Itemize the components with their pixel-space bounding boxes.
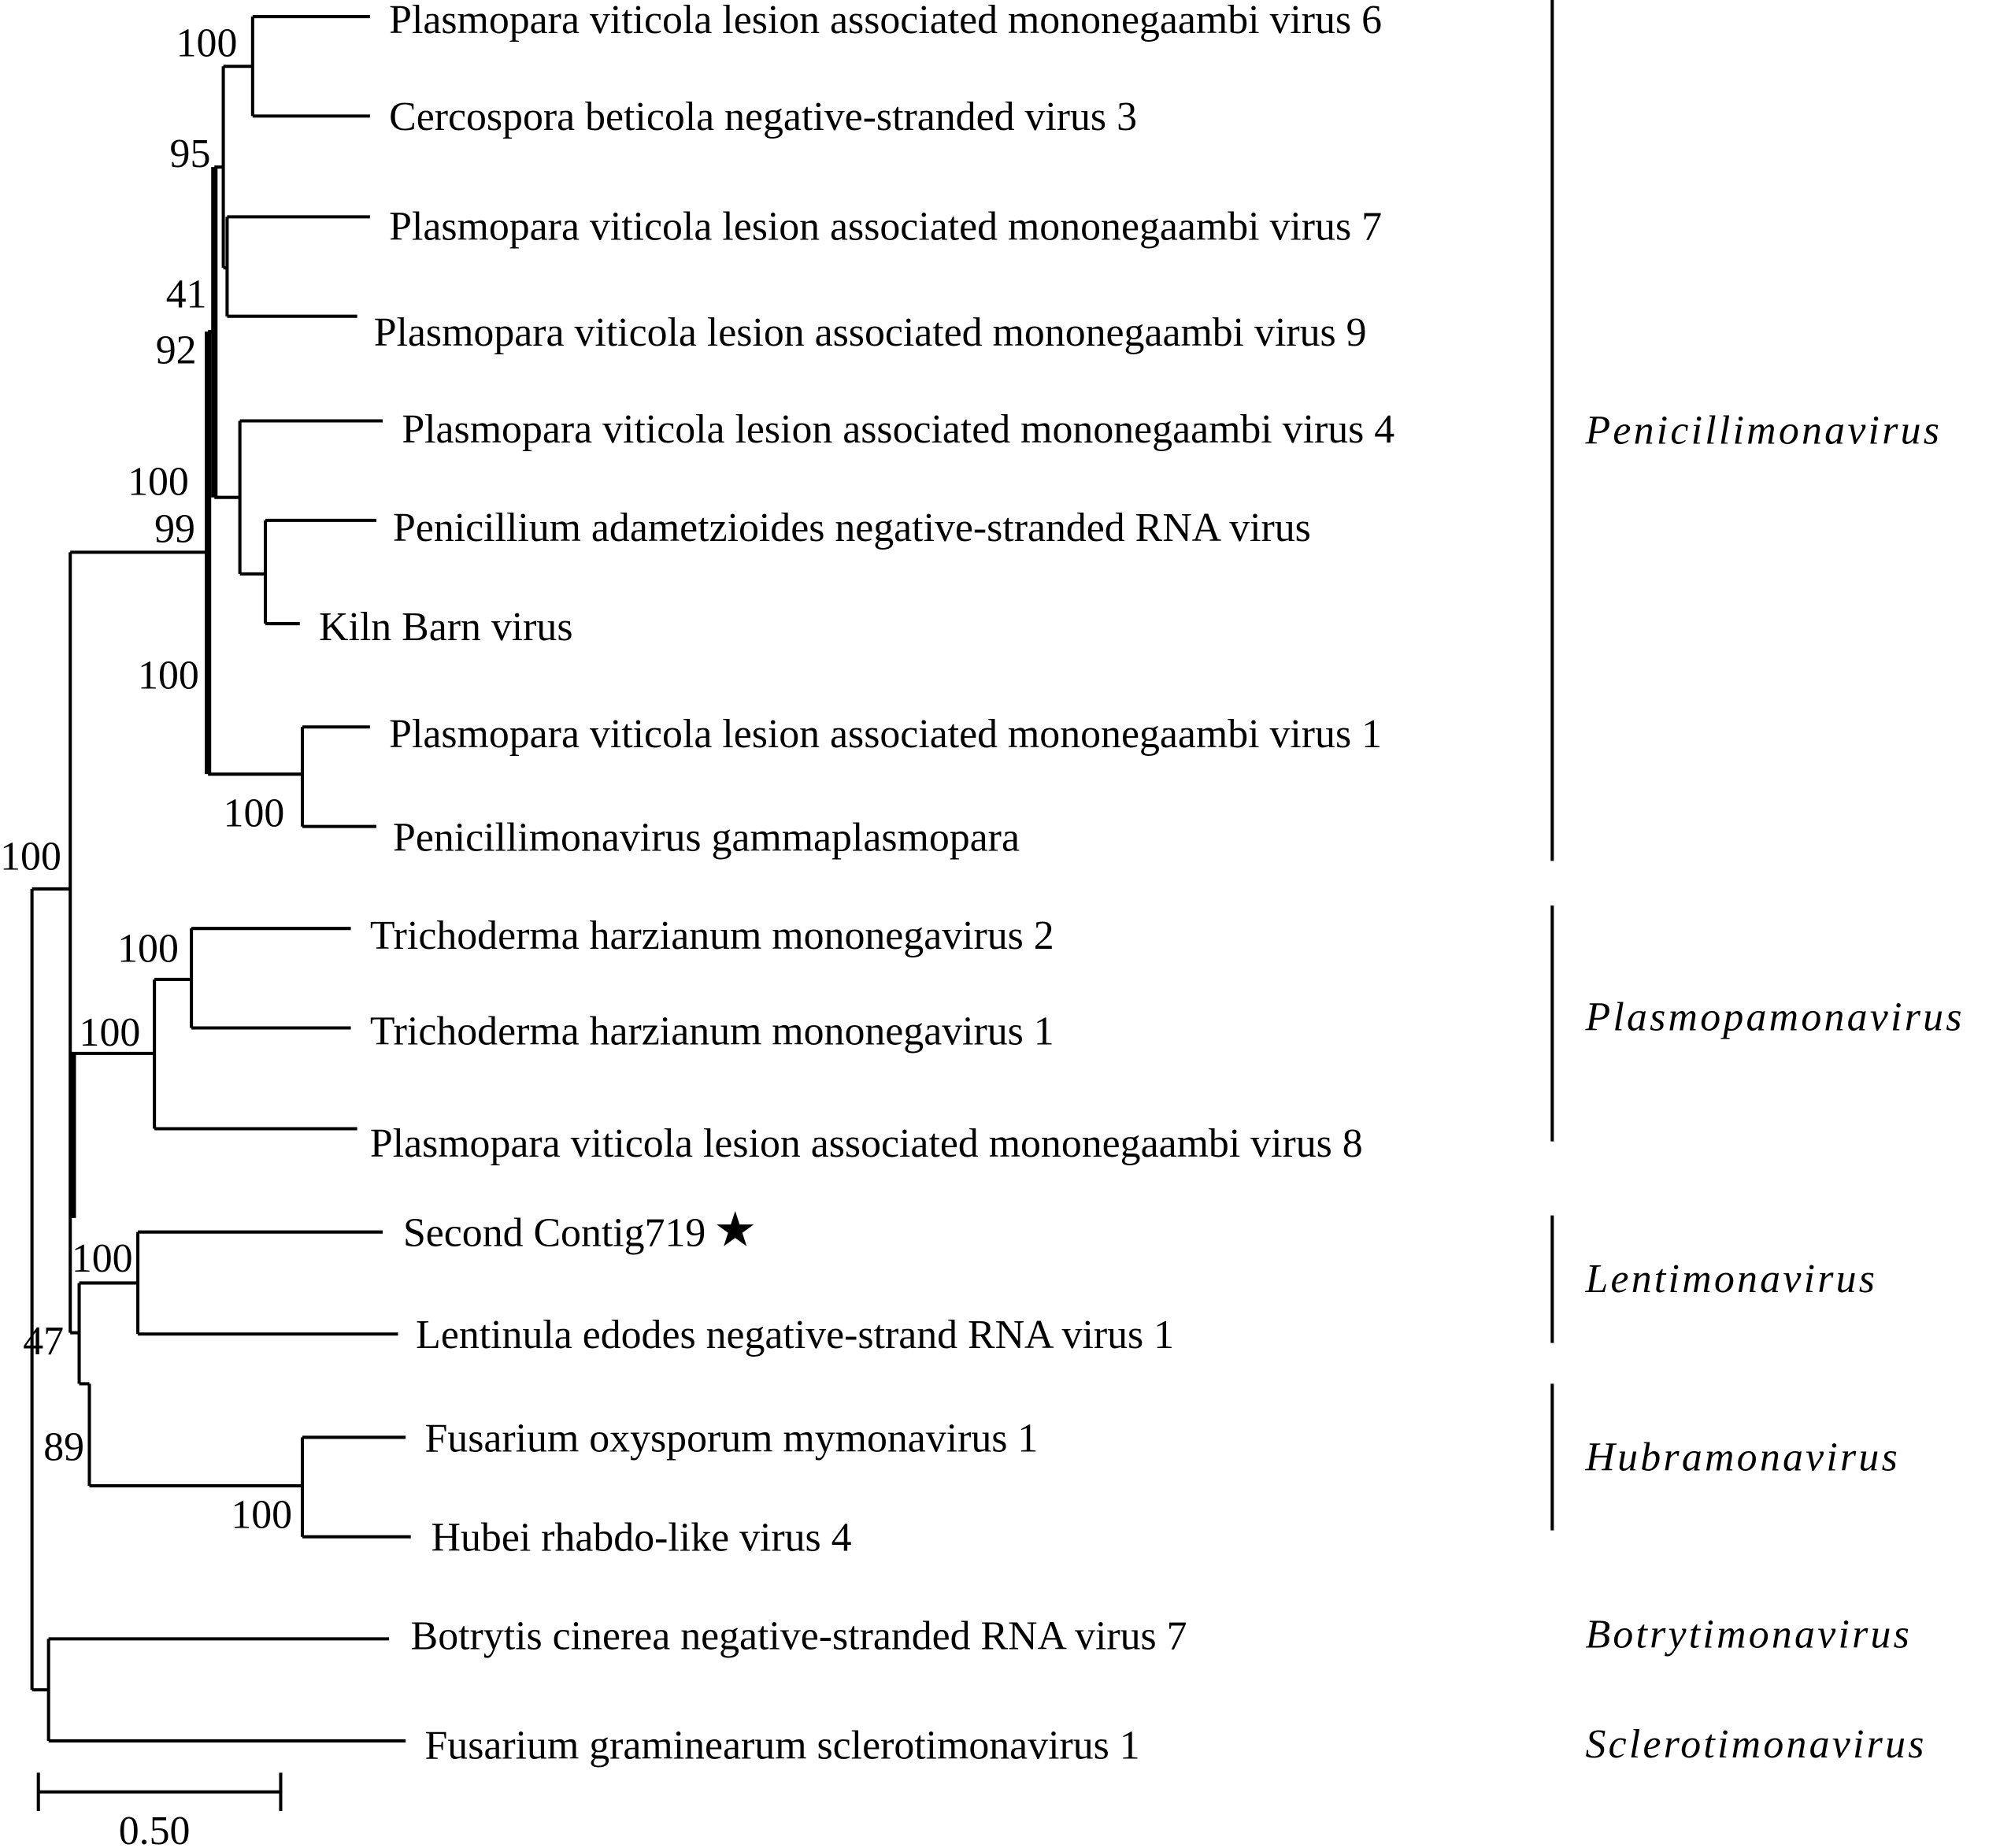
taxon-label: Plasmopara viticola lesion associated mo… bbox=[370, 1121, 1363, 1166]
clade-label: Plasmopamonavirus bbox=[1584, 995, 1964, 1040]
bootstrap-value: 41 bbox=[166, 272, 207, 317]
taxon-label: Plasmopara viticola lesion associated mo… bbox=[402, 407, 1394, 452]
taxon-label: Plasmopara viticola lesion associated mo… bbox=[389, 0, 1382, 43]
taxon-label: Trichoderma harzianum mononegavirus 1 bbox=[370, 1009, 1054, 1054]
taxon-label: Plasmopara viticola lesion associated mo… bbox=[374, 310, 1367, 355]
bootstrap-value: 100 bbox=[72, 1236, 133, 1281]
bootstrap-value: 100 bbox=[0, 835, 61, 880]
taxon-label: Cercospora beticola negative-stranded vi… bbox=[389, 94, 1137, 139]
taxon-label: Penicillimonavirus gammaplasmopara bbox=[393, 815, 1020, 860]
clade-label: Botrytimonavirus bbox=[1585, 1613, 1912, 1657]
bootstrap-value: 100 bbox=[231, 1492, 292, 1537]
taxon-label: Trichoderma harzianum mononegavirus 2 bbox=[370, 913, 1054, 958]
taxon-label: Second Contig719★ bbox=[403, 1203, 757, 1257]
bootstrap-value: 95 bbox=[170, 131, 211, 176]
taxon-label: Lentinula edodes negative-strand RNA vir… bbox=[416, 1313, 1174, 1357]
taxon-label: Plasmopara viticola lesion associated mo… bbox=[389, 712, 1382, 757]
bootstrap-value: 92 bbox=[156, 328, 197, 373]
bootstrap-value: 100 bbox=[80, 1010, 141, 1055]
taxon-label: Botrytis cinerea negative-stranded RNA v… bbox=[411, 1613, 1187, 1658]
bootstrap-value: 100 bbox=[138, 654, 199, 698]
taxon-label: Hubei rhabdo-like virus 4 bbox=[431, 1516, 852, 1561]
scale-bar-label: 0.50 bbox=[119, 1809, 191, 1848]
taxon-label: Fusarium oxysporum mymonavirus 1 bbox=[424, 1416, 1038, 1461]
bootstrap-value: 89 bbox=[43, 1425, 84, 1470]
bootstrap-value: 100 bbox=[224, 791, 285, 836]
taxon-label: Kiln Barn virus bbox=[319, 605, 572, 650]
clade-label: Penicillimonavirus bbox=[1584, 409, 1942, 454]
bootstrap-value: 100 bbox=[117, 926, 179, 971]
bootstrap-value: 100 bbox=[128, 459, 189, 504]
clade-label: Lentimonavirus bbox=[1584, 1257, 1877, 1302]
bootstrap-value: 99 bbox=[154, 506, 195, 551]
taxon-label: Fusarium graminearum sclerotimonavirus 1 bbox=[424, 1724, 1139, 1768]
taxon-label: Penicillium adametzioides negative-stran… bbox=[393, 506, 1311, 550]
bootstrap-value: 47 bbox=[23, 1319, 64, 1364]
taxon-label: Plasmopara viticola lesion associated mo… bbox=[389, 205, 1382, 250]
clade-label: Sclerotimonavirus bbox=[1585, 1722, 1926, 1767]
clade-label: Hubramonavirus bbox=[1584, 1435, 1900, 1480]
star-icon: ★ bbox=[713, 1203, 757, 1257]
bootstrap-value: 100 bbox=[176, 20, 238, 65]
